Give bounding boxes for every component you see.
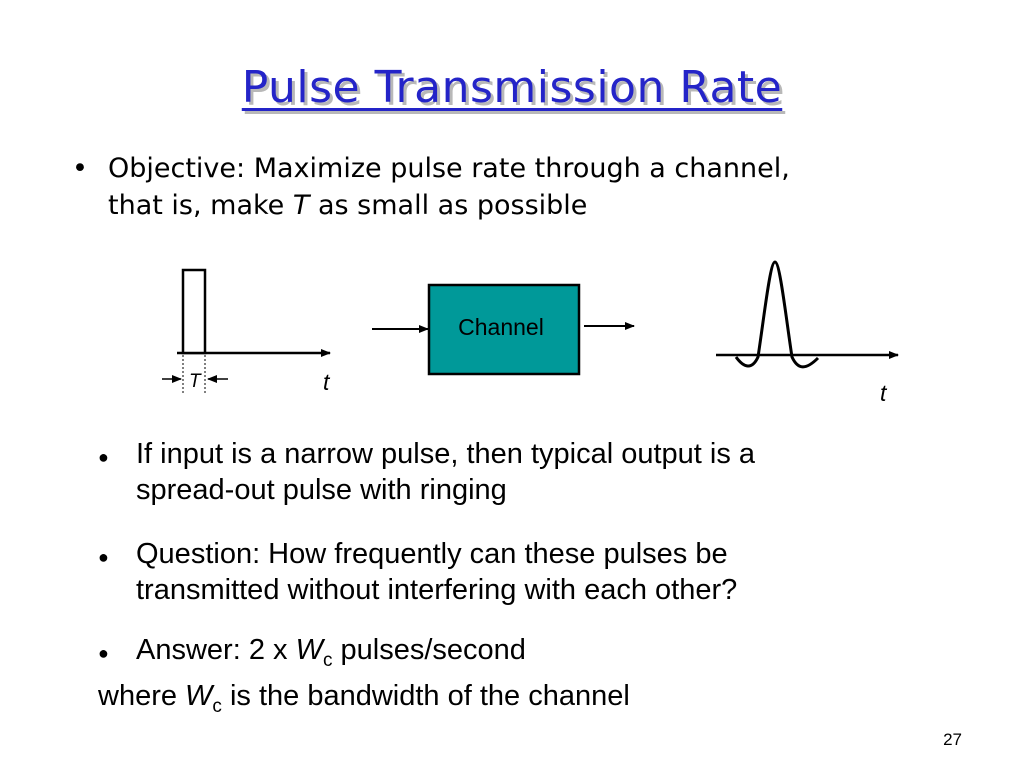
bullet-input-pulse: ● If input is a narrow pulse, then typic… — [98, 436, 978, 508]
objective-line-1: Objective: Maximize pulse rate through a… — [108, 153, 790, 184]
slide-title: Pulse Transmission Rate — [241, 62, 783, 113]
objective-line-2-pre: that is, make — [108, 190, 293, 221]
objective-line-2-post: as small as possible — [309, 190, 588, 221]
output-pulse-curve — [734, 260, 820, 369]
bullet-answer: ● Answer: 2 x Wc pulses/second — [98, 632, 978, 679]
objective-var-t: T — [292, 190, 310, 221]
bullet-marker: • — [72, 153, 88, 184]
answer-pre: Answer: 2 x — [136, 634, 296, 666]
input-pulse — [181, 268, 207, 355]
answer-post: pulses/second — [332, 634, 526, 666]
bullet-1-line-2: spread-out pulse with ringing — [136, 474, 507, 506]
pulse-width-label: T — [189, 371, 202, 392]
where-pre: where — [98, 680, 186, 712]
answer-text: Answer: 2 x Wc pulses/second — [136, 632, 978, 679]
objective-bullet: • Objective: Maximize pulse rate through… — [72, 150, 972, 224]
where-post: is the bandwidth of the channel — [221, 680, 630, 712]
where-var-w: W — [185, 680, 213, 712]
objective-line-2: that is, make T as small as possible — [108, 187, 972, 224]
bullet-question: ● Question: How frequently can these pul… — [98, 536, 978, 608]
channel-box — [427, 283, 581, 376]
where-subscript-c: c — [212, 695, 222, 717]
answer-subscript-c: c — [322, 649, 333, 671]
page-number: 27 — [943, 730, 962, 749]
bandwidth-definition: where Wc is the bandwidth of the channel — [98, 680, 630, 718]
input-axis-label: t — [323, 369, 331, 395]
bullet-marker: ● — [98, 547, 109, 567]
bullet-marker: ● — [98, 643, 109, 663]
bullet-2-line-2: transmitted without interfering with eac… — [136, 574, 738, 606]
bullet-marker: ● — [98, 447, 109, 467]
answer-var-w: W — [295, 634, 323, 666]
bullet-1-line-1: If input is a narrow pulse, then typical… — [136, 438, 756, 470]
bullet-2-line-1: Question: How frequently can these pulse… — [136, 538, 728, 570]
output-axis-label: t — [880, 380, 888, 406]
channel-label: Channel — [458, 314, 544, 340]
